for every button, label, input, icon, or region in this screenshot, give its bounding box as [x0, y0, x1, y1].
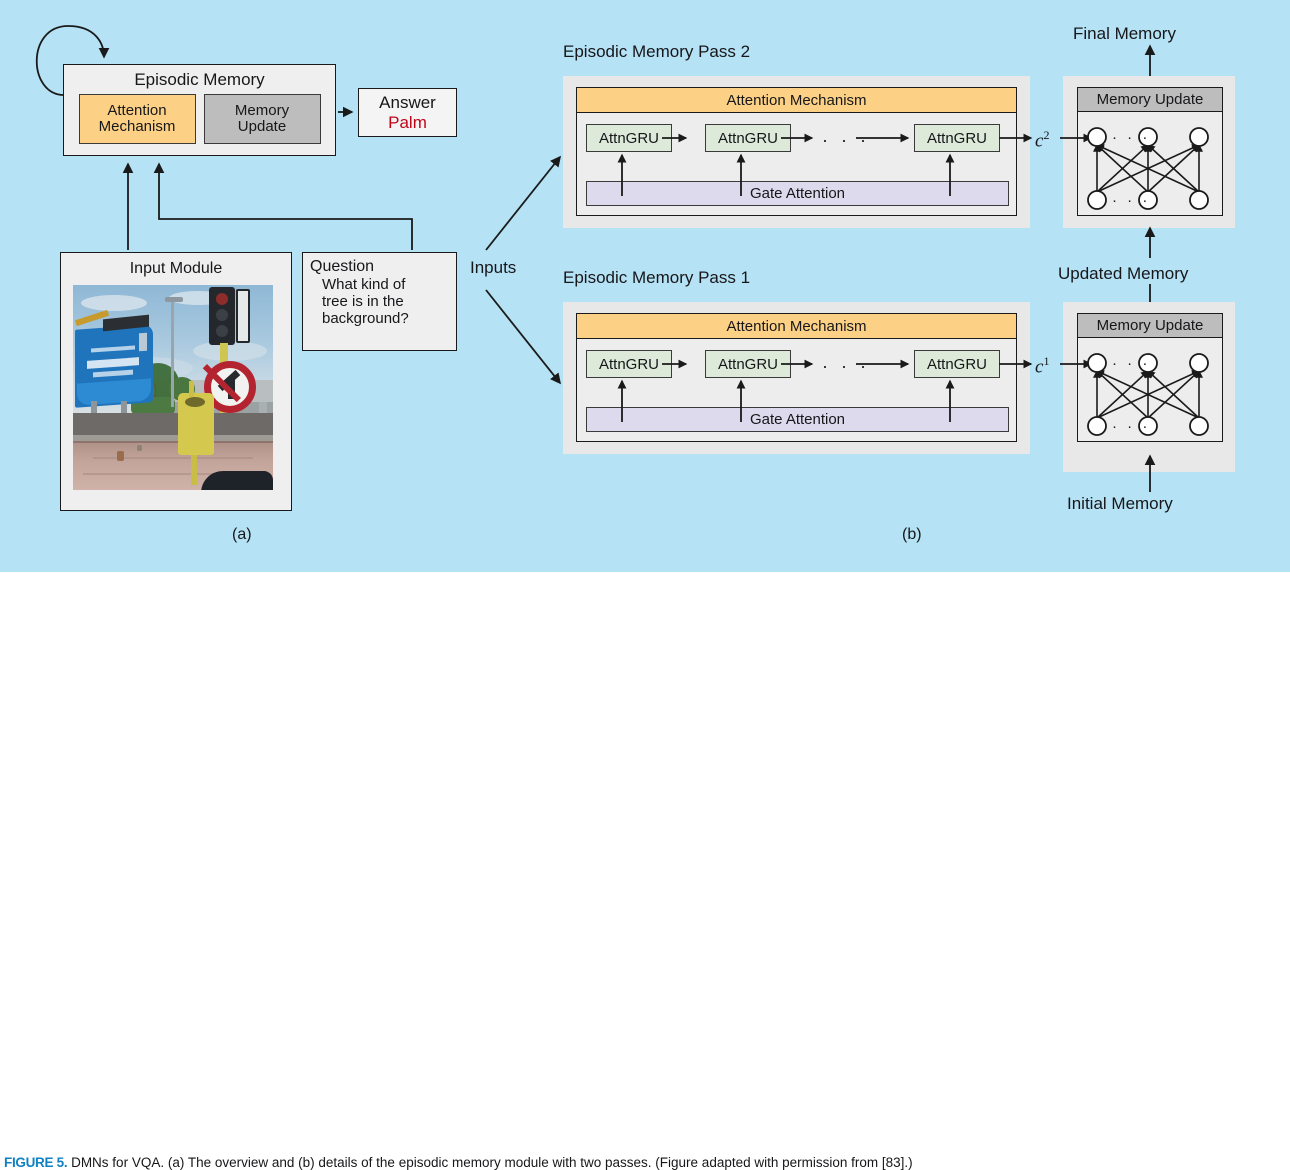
final-memory-label: Final Memory — [1073, 24, 1176, 43]
memory-update-box: Memory Update — [203, 94, 321, 145]
memory-update-box-2: Memory Update — [1077, 87, 1223, 216]
input-module-title: Input Module — [129, 260, 223, 277]
attention-mechanism-label: Attention Mechanism — [98, 101, 176, 136]
figure-caption: FIGURE 5. DMNs for VQA. (a) The overview… — [4, 1155, 1286, 1170]
caption-body: DMNs for VQA. (a) The overview and (b) d… — [67, 1155, 913, 1170]
pass-1-panel: Attention Mechanism AttnGRU AttnGRU Attn… — [563, 302, 1030, 454]
pass-2-inner: Attention Mechanism AttnGRU AttnGRU Attn… — [576, 87, 1017, 216]
memory-update-title-2: Memory Update — [1078, 88, 1222, 112]
updated-memory-label: Updated Memory — [1058, 264, 1189, 283]
attngru-ellipsis-1: · · · — [822, 356, 870, 376]
pass-1-inner: Attention Mechanism AttnGRU AttnGRU Attn… — [576, 313, 1017, 442]
attngru-1-1: AttnGRU — [586, 350, 672, 378]
figure-canvas: Episodic Memory Attention Mechanism Memo… — [0, 0, 1290, 572]
question-title: Question — [310, 258, 375, 275]
episodic-memory-submodules: Attention Mechanism Memory Update — [64, 94, 335, 145]
episodic-memory-title: Episodic Memory — [134, 70, 265, 89]
pass-1-title: Episodic Memory Pass 1 — [563, 268, 751, 287]
memory-update-title-1: Memory Update — [1078, 314, 1222, 338]
attngru-2-1: AttnGRU — [586, 124, 672, 152]
attngru-ellipsis-2: · · · — [822, 130, 870, 150]
question-box: Question What kind of tree is in the bac… — [302, 252, 457, 351]
pass-2-title: Episodic Memory Pass 2 — [563, 42, 751, 61]
gate-attention-2: Gate Attention — [586, 181, 1009, 206]
inputs-label: Inputs — [470, 258, 517, 277]
attngru-1-2: AttnGRU — [705, 350, 791, 378]
input-image — [73, 285, 273, 490]
panel-b-label: (b) — [902, 526, 922, 543]
episodic-memory-box: Episodic Memory Attention Mechanism Memo… — [63, 64, 336, 156]
attngru-2-3: AttnGRU — [914, 124, 1000, 152]
question-text: What kind of tree is in the background? — [322, 275, 409, 328]
arrow-inputs-to-pass-1 — [485, 289, 562, 385]
memory-update-label: Memory Update — [234, 101, 290, 136]
answer-value: Palm — [388, 112, 427, 132]
answer-title: Answer — [379, 93, 436, 113]
figure-number: FIGURE 5. — [4, 1155, 68, 1170]
caption-bar: FIGURE 5. DMNs for VQA. (a) The overview… — [0, 572, 1290, 1170]
attention-mechanism-header-2: Attention Mechanism — [577, 88, 1016, 113]
memory-update-box-1: Memory Update — [1077, 313, 1223, 442]
pass-2-panel: Attention Mechanism AttnGRU AttnGRU Attn… — [563, 76, 1030, 228]
gate-attention-1: Gate Attention — [586, 407, 1009, 432]
context-vector-2: c2 — [1035, 128, 1050, 152]
answer-box: Answer Palm — [358, 88, 457, 137]
attngru-2-2: AttnGRU — [705, 124, 791, 152]
arrow-inputs-to-pass-2 — [485, 155, 562, 251]
initial-memory-label: Initial Memory — [1067, 494, 1173, 513]
context-vector-1: c1 — [1035, 354, 1050, 378]
attngru-1-3: AttnGRU — [914, 350, 1000, 378]
arrow-question-to-memory — [153, 162, 413, 250]
attention-mechanism-header-1: Attention Mechanism — [577, 314, 1016, 339]
attention-mechanism-box: Attention Mechanism — [78, 94, 196, 145]
input-module-box: Input Module — [60, 252, 292, 511]
panel-a-label: (a) — [232, 526, 252, 543]
